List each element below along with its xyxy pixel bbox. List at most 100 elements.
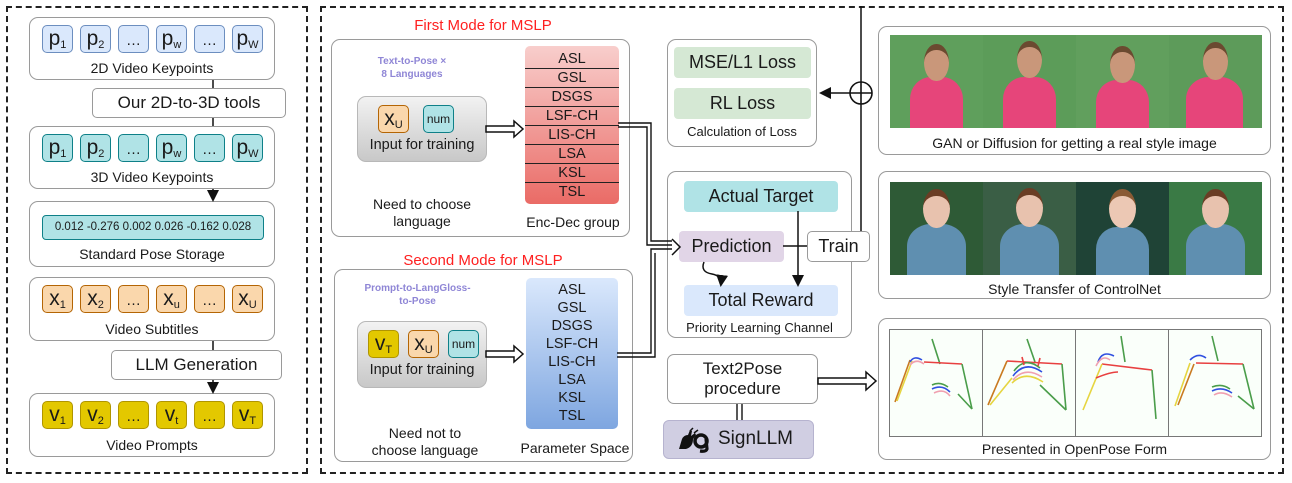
keypoint-2d-token: p1 xyxy=(42,25,73,53)
subtitle-token: … xyxy=(118,285,149,313)
second-mode-note: Need not to choose language xyxy=(355,425,495,459)
rl-loss-label: RL Loss xyxy=(709,93,776,113)
signllm-label: SignLLM xyxy=(718,428,793,449)
first-mode-note: Need to choose language xyxy=(357,196,487,230)
keypoint-3d-token: pw xyxy=(156,134,187,162)
param-lang-ksl: KSL xyxy=(558,390,586,406)
pose-storage-box: 0.012 -0.276 0.002 0.026 -0.162 0.028 St… xyxy=(29,201,275,267)
first-mode-subtitle-line2: 8 Languages xyxy=(381,69,443,80)
first-mode-subtitle: Text-to-Pose × 8 Languages xyxy=(362,55,462,81)
keypoints-2d-caption: 2D Video Keypoints xyxy=(90,60,214,76)
enc-dec-lang-lsa: LSA xyxy=(525,145,619,164)
openpose-frame-4 xyxy=(1169,330,1261,436)
first-mode-note-line2: language xyxy=(393,213,451,229)
rl-loss: RL Loss xyxy=(674,88,811,119)
second-mode-note-line2: choose language xyxy=(371,442,479,458)
pose-storage-caption: Standard Pose Storage xyxy=(79,246,225,262)
parameter-space-caption: Parameter Space xyxy=(520,440,630,456)
tool-2d-to-3d-box: Our 2D-to-3D tools xyxy=(92,88,286,118)
controlnet-image-2 xyxy=(983,182,1076,275)
controlnet-image-3 xyxy=(1076,182,1169,275)
priority-channel-caption: Priority Learning Channel xyxy=(686,320,833,335)
keypoint-2d-token: … xyxy=(118,25,149,53)
second-mode-note-line1: Need not to xyxy=(388,425,462,441)
second-mode-title: Second Mode for MSLP xyxy=(403,252,563,269)
priority-channel-box: Actual Target Prediction Total Reward Pr… xyxy=(667,171,852,338)
param-lang-lsf-ch: LSF-CH xyxy=(545,336,599,352)
enc-dec-lang-gsl: GSL xyxy=(525,69,619,88)
llm-generation-label: LLM Generation xyxy=(135,355,258,374)
param-lang-lsa: LSA xyxy=(558,372,586,388)
subtitle-token: x1 xyxy=(42,285,73,313)
prediction-label: Prediction xyxy=(691,236,772,256)
pose-values-box: 0.012 -0.276 0.002 0.026 -0.162 0.028 xyxy=(42,215,264,240)
second-mode-input-caption: Input for training xyxy=(369,362,475,378)
second-mode-subtitle-line1: Prompt-to-LangGloss- xyxy=(364,283,471,294)
keypoint-3d-token: p1 xyxy=(42,134,73,162)
openpose-output-box: Presented in OpenPose Form xyxy=(878,318,1271,460)
tool-2d-to-3d-label: Our 2D-to-3D tools xyxy=(117,93,261,112)
subtitle-token: x2 xyxy=(80,285,111,313)
param-lang-asl: ASL xyxy=(558,282,586,298)
keypoints-3d-caption: 3D Video Keypoints xyxy=(90,169,214,185)
subtitle-token: xu xyxy=(156,285,187,313)
text2pose-box: Text2Pose procedure xyxy=(667,354,818,404)
controlnet-image-strip xyxy=(890,182,1262,275)
first-mode-input-caption: Input for training xyxy=(369,137,475,153)
gan-image-1 xyxy=(890,35,983,128)
right-panel-frame xyxy=(320,6,1284,474)
second-mode-input-box: vT xU num Input for training xyxy=(357,321,487,388)
mse-l1-loss: MSE/L1 Loss xyxy=(674,47,811,78)
first-mode-subtitle-line1: Text-to-Pose × xyxy=(377,56,447,67)
left-panel-frame xyxy=(6,6,308,474)
prompt-token: … xyxy=(118,401,149,429)
first-mode-note-line1: Need to choose xyxy=(372,196,472,212)
prediction-box: Prediction xyxy=(679,231,784,262)
prompt-token: … xyxy=(194,401,225,429)
keypoint-2d-token: p2 xyxy=(80,25,111,53)
controlnet-image-1 xyxy=(890,182,983,275)
openpose-caption: Presented in OpenPose Form xyxy=(981,441,1168,457)
keypoint-3d-token: … xyxy=(194,134,225,162)
pose-values: 0.012 -0.276 0.002 0.026 -0.162 0.028 xyxy=(54,221,252,233)
actual-target-box: Actual Target xyxy=(684,181,838,212)
keypoint-3d-token: p2 xyxy=(80,134,111,162)
prompt-token: v1 xyxy=(42,401,73,429)
first-mode-input-token: xU xyxy=(378,105,409,133)
subtitle-token: xU xyxy=(232,285,263,313)
second-mode-box: Prompt-to-LangGloss- to-Pose vT xU num Inp… xyxy=(334,269,633,462)
param-lang-tsl: TSL xyxy=(558,408,586,424)
keypoint-3d-token: … xyxy=(118,134,149,162)
keypoint-2d-token: … xyxy=(194,25,225,53)
second-mode-subtitle: Prompt-to-LangGloss- to-Pose xyxy=(350,282,485,308)
second-mode-input-token: num xyxy=(448,330,479,358)
signllm-button[interactable]: SignLLM xyxy=(663,420,814,459)
second-mode-input-token: vT xyxy=(368,330,399,358)
controlnet-image-4 xyxy=(1169,182,1262,275)
subtitle-token: … xyxy=(194,285,225,313)
second-mode-input-token: xU xyxy=(408,330,439,358)
keypoint-2d-token: pw xyxy=(156,25,187,53)
enc-dec-caption: Enc-Dec group xyxy=(526,214,620,230)
prompt-token: vt xyxy=(156,401,187,429)
param-lang-dsgs: DSGS xyxy=(551,318,593,334)
text2pose-line2: procedure xyxy=(704,379,781,398)
enc-dec-lang-asl: ASL xyxy=(525,50,619,69)
gan-image-4 xyxy=(1169,35,1262,128)
loss-box: MSE/L1 Loss RL Loss Calculation of Loss xyxy=(667,39,817,147)
total-reward-label: Total Reward xyxy=(708,290,814,310)
enc-dec-lang-ksl: KSL xyxy=(525,164,619,183)
keypoint-3d-token: pW xyxy=(232,134,263,162)
prompt-token: vT xyxy=(232,401,263,429)
enc-dec-lang-lsf-ch: LSF-CH xyxy=(525,107,619,126)
gan-caption: GAN or Diffusion for getting a real styl… xyxy=(932,135,1217,151)
train-box: Train xyxy=(807,231,870,262)
param-lang-lis-ch: LIS-CH xyxy=(548,354,596,370)
text2pose-line1: Text2Pose xyxy=(702,359,783,378)
